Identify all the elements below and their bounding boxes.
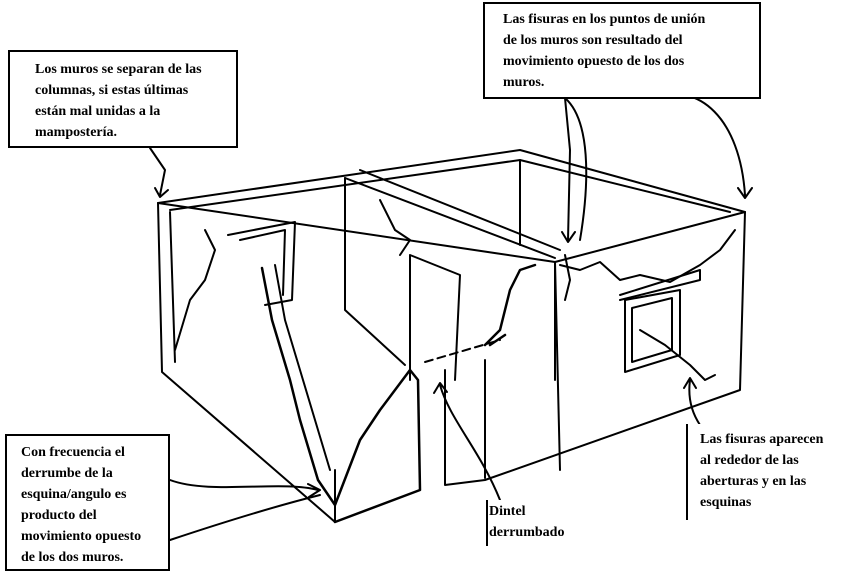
arrow bbox=[433, 382, 501, 501]
crack bbox=[559, 229, 736, 283]
annotation-line: Con frecuencia el bbox=[21, 445, 125, 460]
arrow bbox=[169, 494, 321, 541]
annotation-line: esquinas bbox=[700, 495, 752, 510]
window-left bbox=[227, 221, 296, 306]
crack bbox=[174, 229, 216, 351]
arrow bbox=[564, 97, 588, 241]
annotation-line: Las fisuras en los puntos de unión bbox=[503, 12, 706, 27]
crack bbox=[564, 254, 571, 301]
arrow bbox=[649, 92, 753, 199]
callout-opening-cracks: Las fisuras aparecen al rededor de las a… bbox=[686, 424, 853, 520]
annotation-line: producto del bbox=[21, 508, 97, 523]
annotation-line: Las fisuras aparecen bbox=[700, 432, 824, 447]
annotation-line: columnas, si estas últimas bbox=[35, 83, 189, 98]
door-opening bbox=[409, 254, 461, 381]
annotation-line: movimiento opuesto bbox=[21, 529, 142, 544]
callout-joint-cracks: Las fisuras en los puntos de unión de lo… bbox=[483, 2, 761, 99]
annotation-line: al rededor de las bbox=[700, 453, 799, 468]
left-wall bbox=[157, 202, 336, 523]
annotation-line: están mal unidas a la bbox=[35, 104, 161, 119]
annotation-line: de los muros son resultado del bbox=[503, 33, 683, 48]
annotation-line: Los muros se separan de las bbox=[35, 62, 202, 77]
window-right bbox=[624, 289, 681, 373]
annotation-line: esquina/angulo es bbox=[21, 487, 127, 502]
callout-walls-separate: Los muros se separan de las columnas, si… bbox=[8, 50, 238, 148]
collapsed-lintel bbox=[483, 263, 537, 347]
arrow bbox=[169, 479, 321, 498]
annotation-line: aberturas y en las bbox=[700, 474, 807, 489]
annotation-line: de los dos muros. bbox=[21, 550, 124, 565]
callout-corner-collapse: Con frecuencia el derrumbe de la esquina… bbox=[5, 434, 170, 571]
annotation-line: derrumbe de la bbox=[21, 466, 113, 481]
annotation-line: mampostería. bbox=[35, 125, 118, 140]
top-back-edge bbox=[157, 149, 746, 213]
callout-lintel: Dintel derrumbado bbox=[486, 500, 586, 546]
crack bbox=[639, 329, 716, 381]
arrow bbox=[683, 377, 701, 426]
arrow bbox=[561, 97, 576, 243]
annotation-line: muros. bbox=[503, 75, 545, 90]
annotation-line: movimiento opuesto de los dos bbox=[503, 54, 685, 69]
collapsed-corner bbox=[260, 266, 422, 524]
crack bbox=[379, 199, 411, 256]
annotation-line: Dintel bbox=[489, 504, 526, 519]
arrow bbox=[149, 147, 169, 198]
annotation-line: derrumbado bbox=[489, 525, 565, 540]
